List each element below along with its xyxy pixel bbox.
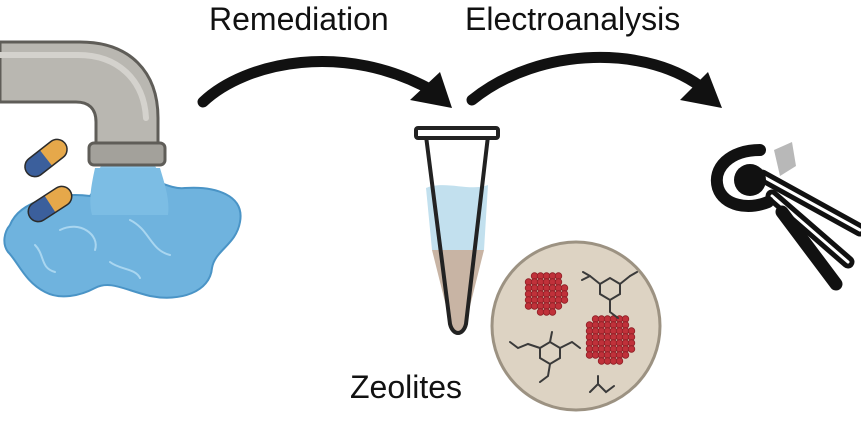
arrow-electroanalysis — [466, 51, 722, 108]
faucet-icon — [0, 40, 167, 167]
zeolite-crystal — [560, 296, 569, 304]
zeolite-crystal — [621, 351, 630, 359]
label-zeolites: Zeolites — [350, 369, 462, 405]
water-stream — [90, 168, 169, 215]
zeolite-crystal-cluster — [524, 272, 569, 316]
test-tube-icon — [414, 126, 500, 335]
arrow-remediation — [197, 55, 452, 108]
electrode-icon — [710, 142, 861, 291]
capsule-icon — [27, 185, 73, 223]
label-remediation: Remediation — [209, 1, 389, 37]
molecule-icon — [589, 375, 615, 394]
molecule-icon — [509, 331, 581, 383]
capsule-icon — [24, 138, 68, 178]
molecule-icon — [581, 271, 638, 319]
zeolite-crystal — [615, 357, 624, 365]
label-electroanalysis: Electroanalysis — [465, 1, 680, 37]
zeolite-crystal — [554, 302, 563, 310]
zeolite-magnified-circle — [490, 240, 662, 412]
zeolite-crystal-cluster — [585, 315, 636, 365]
zeolite-crystal — [627, 345, 636, 353]
zeolite-crystal — [548, 308, 557, 316]
